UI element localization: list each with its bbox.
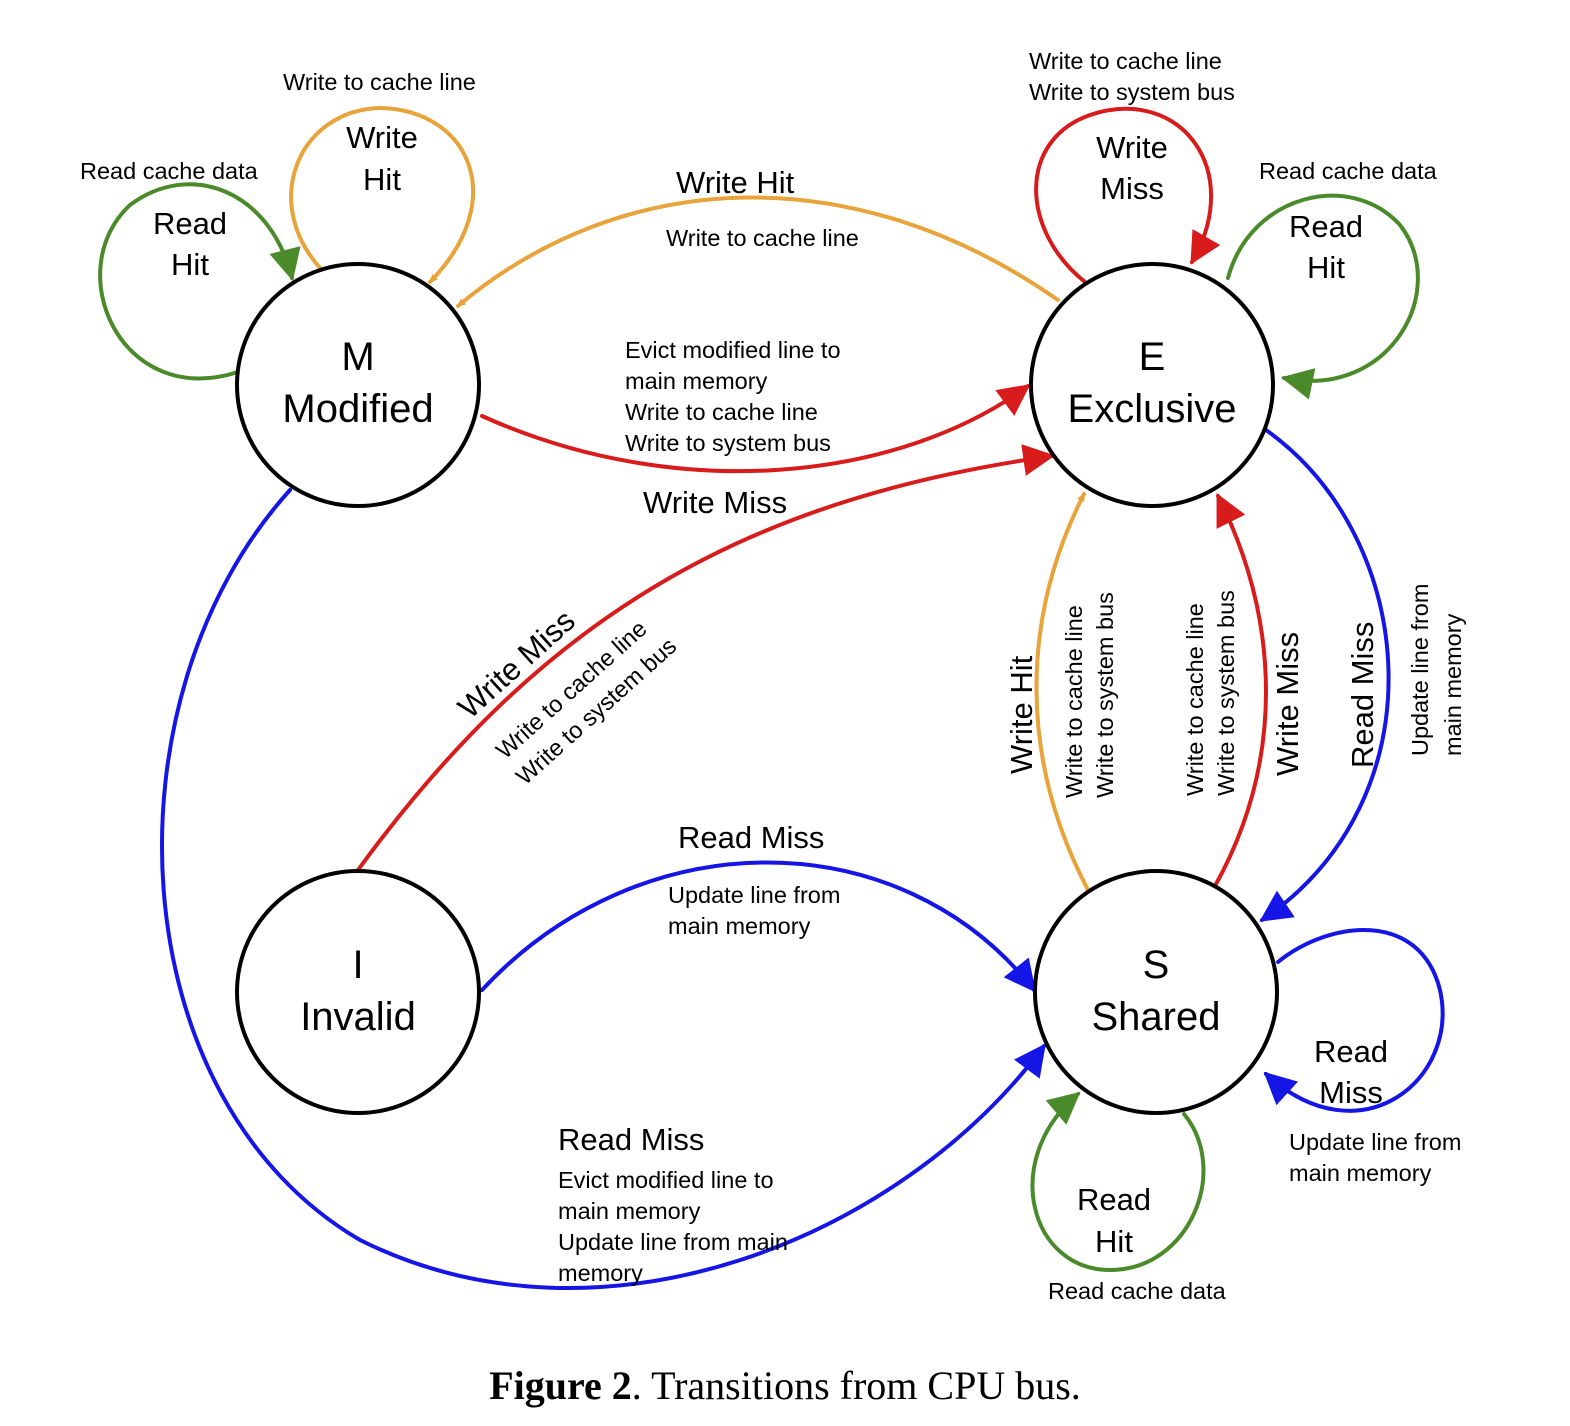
s-to-e-write-miss-edge [1213, 493, 1268, 888]
m-read-hit-action: Read cache data [80, 158, 259, 184]
e-to-m-write-hit-label: Write Hit [676, 165, 795, 200]
state-m: M Modified [235, 262, 481, 508]
state-s-name: Shared [1092, 995, 1221, 1039]
state-s-letter: S [1143, 943, 1170, 987]
m-write-hit-loop [289, 105, 476, 284]
s-read-hit-label-2: Hit [1095, 1224, 1133, 1259]
e-write-miss-action-1: Write to cache line [1029, 48, 1222, 74]
m-read-hit-label-1: Read [153, 206, 227, 241]
e-to-m-write-hit-action: Write to cache line [666, 225, 859, 251]
e-to-s-read-miss-action-2: main memory [1440, 613, 1466, 756]
s-to-e-write-hit-action-1: Write to cache line [1061, 605, 1087, 798]
s-to-e-write-miss-label: Write Miss [1270, 632, 1305, 776]
state-e: E Exclusive [1029, 262, 1275, 508]
state-i-letter: I [352, 943, 363, 987]
state-m-letter: M [341, 335, 374, 379]
s-read-miss-loop [1263, 928, 1445, 1113]
i-to-s-read-miss-edge [480, 860, 1036, 993]
e-write-miss-label-1: Write [1096, 130, 1168, 165]
state-e-name: Exclusive [1068, 387, 1237, 431]
e-to-m-write-hit-edge [456, 195, 1060, 308]
e-write-miss-label-2: Miss [1100, 171, 1164, 206]
m-to-e-write-miss-label: Write Miss [643, 485, 787, 520]
m-to-e-write-miss-action-2: main memory [625, 368, 768, 394]
state-diagram: M Modified E Exclusive I Invalid S Share… [80, 48, 1466, 1304]
figure-caption-text: . Transitions from CPU bus. [631, 1363, 1081, 1408]
m-to-s-read-miss-edge [160, 488, 1046, 1291]
m-write-hit-action: Write to cache line [283, 69, 476, 95]
m-read-hit-loop [98, 182, 301, 381]
m-to-e-write-miss-action-4: Write to system bus [625, 430, 831, 456]
m-to-s-read-miss-action-2: main memory [558, 1198, 701, 1224]
e-read-hit-label-1: Read [1289, 209, 1363, 244]
s-read-miss-action-1: Update line from [1289, 1129, 1461, 1155]
i-to-s-read-miss-action-2: main memory [668, 913, 811, 939]
state-i: I Invalid [235, 869, 481, 1115]
state-m-name: Modified [282, 387, 433, 431]
s-read-miss-label-1: Read [1314, 1034, 1388, 1069]
state-i-name: Invalid [300, 995, 416, 1039]
e-to-s-read-miss-label: Read Miss [1345, 622, 1380, 768]
e-read-hit-loop [1226, 193, 1420, 400]
m-to-s-read-miss-action-4: memory [558, 1260, 643, 1286]
s-read-hit-label-1: Read [1077, 1182, 1151, 1217]
figure-caption: Figure 2. Transitions from CPU bus. [0, 1362, 1570, 1409]
state-s: S Shared [1033, 869, 1279, 1115]
e-read-hit-label-2: Hit [1307, 250, 1345, 285]
e-write-miss-loop [1034, 107, 1221, 284]
m-to-s-read-miss-label: Read Miss [558, 1122, 704, 1157]
s-to-e-write-hit-label: Write Hit [1004, 655, 1039, 774]
m-to-s-read-miss-action-1: Evict modified line to [558, 1167, 774, 1193]
i-to-e-write-miss-edge [356, 444, 1056, 872]
m-to-e-write-miss-action-1: Evict modified line to [625, 337, 841, 363]
m-to-s-read-miss-action-3: Update line from main [558, 1229, 788, 1255]
m-write-hit-label-2: Hit [363, 162, 401, 197]
m-to-e-write-miss-action-3: Write to cache line [625, 399, 818, 425]
m-write-hit-label-1: Write [346, 120, 418, 155]
e-to-s-read-miss-edge [1259, 428, 1391, 922]
m-to-e-write-miss-edge [480, 384, 1031, 474]
e-read-hit-action: Read cache data [1259, 158, 1438, 184]
e-to-s-read-miss-action-1: Update line from [1407, 584, 1433, 756]
i-to-s-read-miss-label: Read Miss [678, 820, 824, 855]
s-to-e-write-hit-edge [1034, 492, 1090, 892]
s-read-hit-action: Read cache data [1048, 1278, 1227, 1304]
s-read-miss-action-2: main memory [1289, 1160, 1432, 1186]
e-write-miss-action-2: Write to system bus [1029, 79, 1235, 105]
state-e-letter: E [1139, 335, 1166, 379]
i-to-s-read-miss-action-1: Update line from [668, 882, 840, 908]
s-read-hit-loop [1030, 1091, 1206, 1273]
s-to-e-write-miss-action-1: Write to cache line [1182, 603, 1208, 796]
s-to-e-write-miss-action-2: Write to system bus [1213, 590, 1239, 796]
s-to-e-write-hit-action-2: Write to system bus [1092, 592, 1118, 798]
m-read-hit-label-2: Hit [171, 247, 209, 282]
s-read-miss-label-2: Miss [1319, 1075, 1383, 1110]
figure-number: Figure 2 [489, 1363, 632, 1408]
